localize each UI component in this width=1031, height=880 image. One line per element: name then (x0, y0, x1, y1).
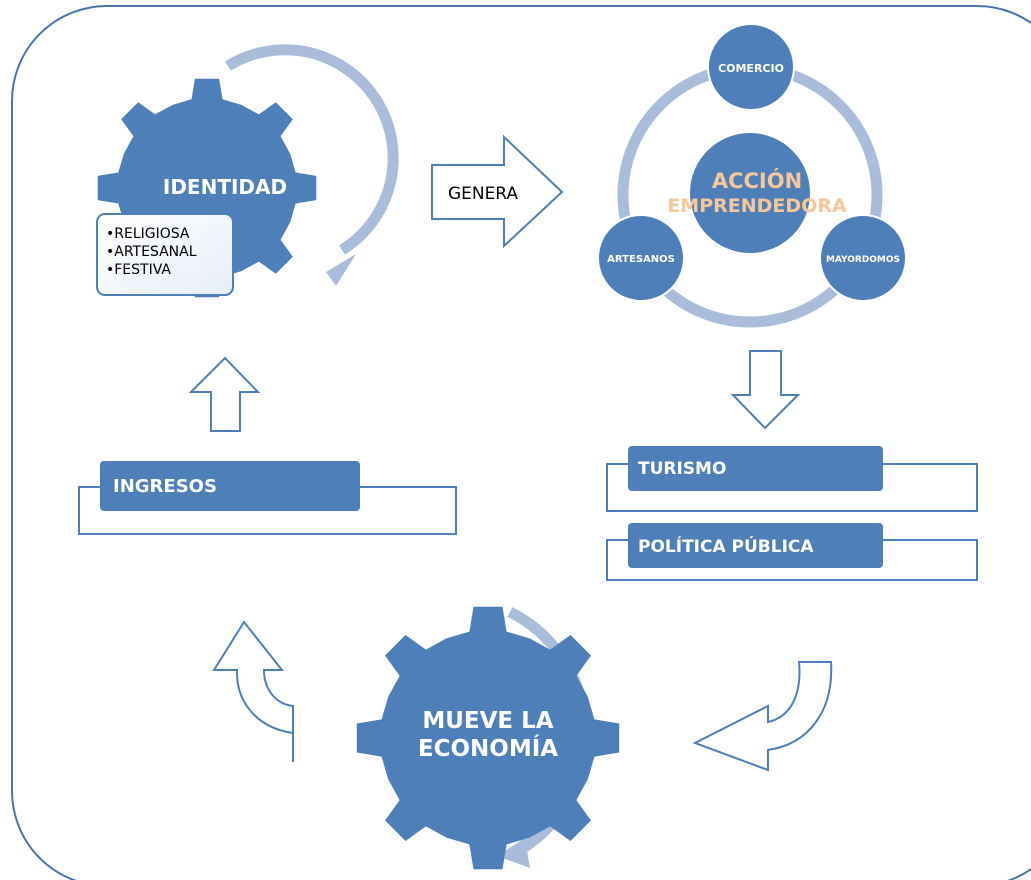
genera-arrow (431, 134, 564, 249)
policy-label: POLÍTICA PÚBLICA (638, 535, 814, 557)
policy-bar (628, 523, 883, 568)
economy-label: ECONOMÍA (418, 734, 558, 762)
hub-node-comercio-label: COMERCIO (718, 62, 784, 75)
hub-center-circle (690, 133, 810, 253)
down-arrow (730, 350, 801, 430)
tourism-bar (628, 446, 883, 491)
economy-label: MUEVE LA (422, 708, 553, 734)
economy-rotation-arrowhead (497, 838, 530, 868)
identity-label: IDENTIDAD (163, 175, 287, 199)
genera-label: GENERA (448, 184, 518, 204)
hub-center-label: EMPRENDEDORA (667, 195, 847, 217)
hub-node-mayordomos (819, 214, 907, 302)
income-group: INGRESOS (78, 461, 457, 535)
up-arrow (188, 356, 261, 432)
economy-gear (356, 606, 620, 870)
hub-center-label: ACCIÓN (712, 168, 802, 193)
hub-node-artesanos (597, 214, 685, 302)
curved-arrow-left (212, 620, 294, 762)
identity-list-item: •ARTESANAL (106, 244, 197, 260)
identity-list-item: •FESTIVA (106, 262, 171, 278)
identity-gear-group: IDENTIDAD •RELIGIOSA •ARTESANAL •FESTIVA (96, 44, 399, 298)
genera-arrow-group: GENERA (431, 134, 564, 249)
outer-frame (11, 5, 1031, 880)
entrepreneurship-hub: ACCIÓN EMPRENDEDORA COMERCIO ARTESANOS M… (597, 23, 907, 328)
hub-node-comercio (707, 23, 795, 111)
curved-arrow-right (692, 661, 833, 772)
hub-node-artesanos-label: ARTESANOS (607, 254, 675, 265)
identity-rotation-arrowhead (326, 254, 356, 286)
economy-gear-group: MUEVE LA ECONOMÍA (356, 606, 620, 870)
income-bar (100, 461, 360, 511)
identity-list-item: •RELIGIOSA (106, 226, 190, 242)
identity-rotation-arc (225, 44, 399, 255)
identity-list-box (96, 213, 234, 296)
tourism-label: TURISMO (638, 459, 726, 479)
income-label: INGRESOS (113, 476, 217, 497)
hub-node-mayordomos-label: MAYORDOMOS (826, 255, 900, 265)
outcomes-group: TURISMO POLÍTICA PÚBLICA (606, 446, 978, 581)
